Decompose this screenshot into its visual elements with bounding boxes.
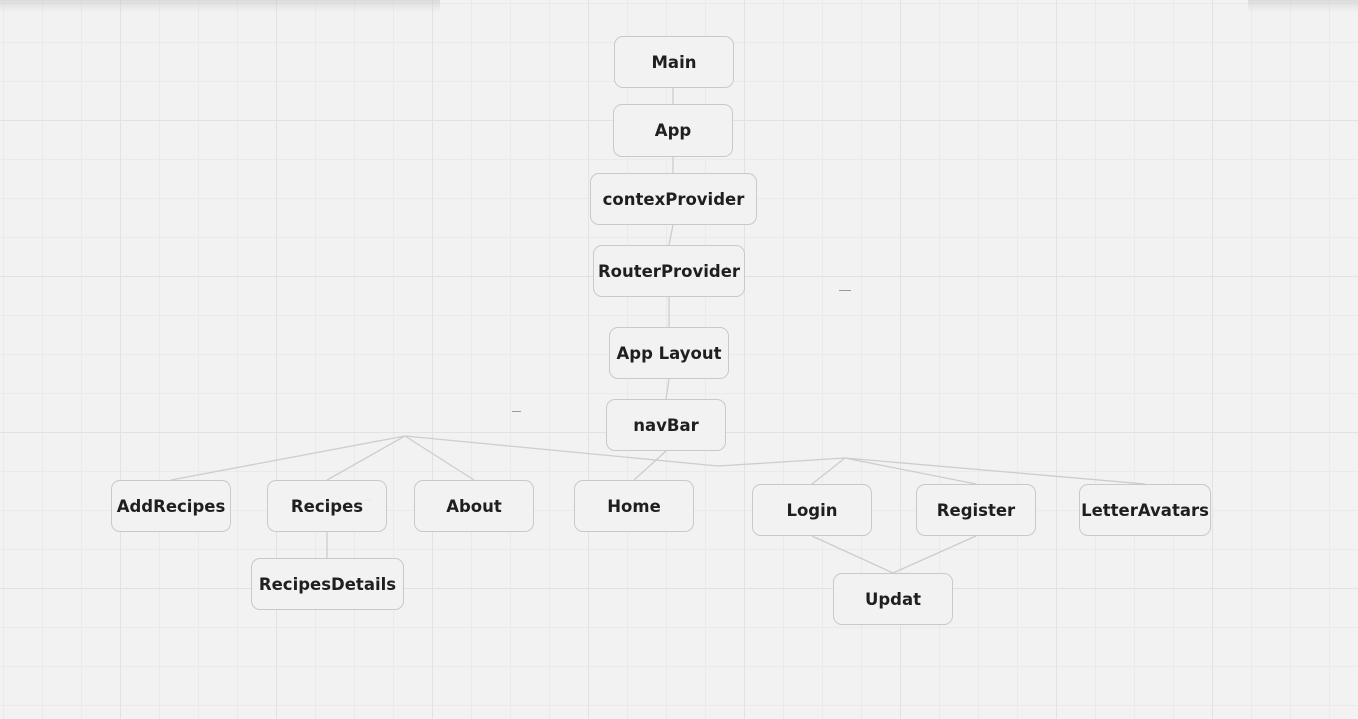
stray-mark: [512, 411, 521, 412]
node-add-recipes[interactable]: AddRecipes: [111, 480, 231, 532]
node-login[interactable]: Login: [752, 484, 872, 536]
node-updat[interactable]: Updat: [833, 573, 953, 625]
connector-layout-navbar: [665, 378, 670, 400]
node-app-layout[interactable]: App Layout: [609, 327, 729, 379]
node-router-provider[interactable]: RouterProvider: [593, 245, 745, 297]
node-home[interactable]: Home: [574, 480, 694, 532]
connector-hub-about: [404, 435, 475, 481]
top-left-shadow: [0, 0, 440, 12]
connector-hub-recipes: [326, 435, 406, 481]
connector-hub-letteravatars: [844, 457, 1146, 485]
node-app[interactable]: App: [613, 104, 733, 157]
node-register[interactable]: Register: [916, 484, 1036, 536]
top-right-shadow: [1248, 0, 1358, 12]
connector-context-router: [668, 224, 674, 246]
stray-mark: [839, 290, 851, 291]
node-main[interactable]: Main: [614, 36, 734, 88]
node-letter-avatars[interactable]: LetterAvatars: [1079, 484, 1211, 536]
connector-register-updat: [892, 535, 977, 574]
node-navbar[interactable]: navBar: [606, 399, 726, 451]
node-context-provider[interactable]: contexProvider: [590, 173, 757, 225]
node-about[interactable]: About: [414, 480, 534, 532]
connector-right-branch: [404, 435, 846, 467]
connector-login-updat: [811, 535, 894, 574]
connector-navbar-home: [633, 450, 667, 481]
node-recipes-details[interactable]: RecipesDetails: [251, 558, 404, 610]
connector-hub-addrecipes: [170, 435, 406, 481]
connector-hub-register: [844, 457, 977, 485]
node-recipes[interactable]: Recipes: [267, 480, 387, 532]
connector-hub-login: [811, 457, 846, 485]
